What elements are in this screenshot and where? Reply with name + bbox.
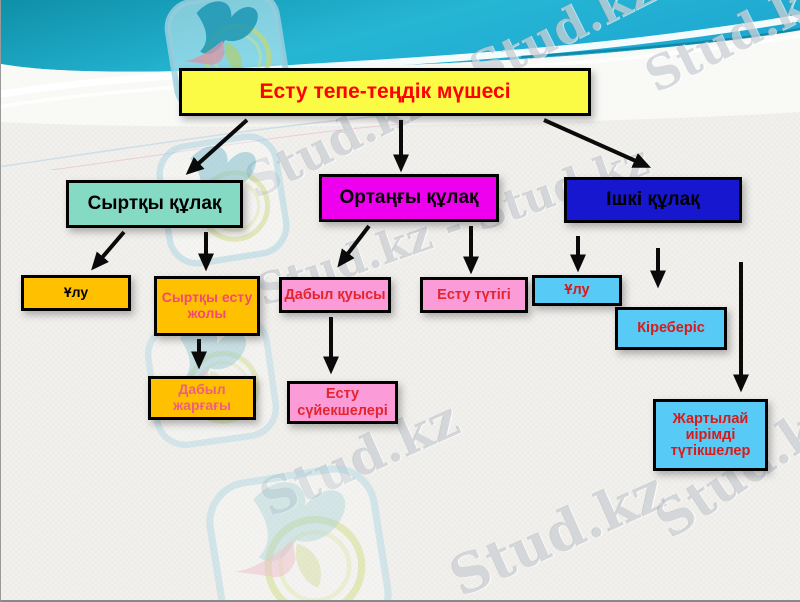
node-label: Ішкі құлақ: [606, 189, 700, 211]
node-ulu-left: Ұлу: [21, 275, 131, 311]
node-label: Ұлу: [63, 284, 89, 301]
node-ulu-right: Ұлу: [532, 275, 622, 306]
node-estu-tutigi: Есту түтігі: [420, 277, 528, 313]
node-ishki-kulak: Ішкі құлақ: [564, 177, 742, 223]
node-label: Ортаңғы құлақ: [339, 187, 479, 209]
node-estu-suiekshelery: Есту сүйекшелері: [287, 381, 398, 424]
node-label: Сыртқы құлақ: [87, 193, 222, 215]
node-syrtky-estu-zholy: Сыртқы есту жолы: [154, 276, 260, 336]
node-syrtky-kulak: Сыртқы құлақ: [66, 180, 243, 228]
node-dabyl-zhargagy: Дабыл жарғағы: [148, 376, 256, 420]
node-title: Есту тепе-теңдік мүшесі: [179, 68, 591, 116]
node-label: Есту сүйекшелері: [297, 386, 388, 419]
node-label: Есту тепе-теңдік мүшесі: [259, 80, 511, 104]
node-label: Сыртқы есту жолы: [161, 289, 253, 321]
node-kireberis: Кіреберіс: [615, 307, 727, 350]
hummingbird-logo-icon: [206, 465, 392, 600]
node-ortangy-kulak: Ортаңғы құлақ: [319, 174, 499, 222]
node-label: Ұлу: [564, 282, 590, 299]
node-label: Дабыл жарғағы: [173, 381, 231, 413]
node-label: Дабыл қуысы: [284, 286, 386, 303]
node-label: Жартылай иірімді түтікшелер: [670, 410, 751, 460]
node-zhartylay-tutiksheler: Жартылай иірімді түтікшелер: [653, 399, 768, 471]
node-label: Есту түтігі: [437, 286, 511, 303]
node-label: Кіреберіс: [637, 320, 705, 337]
node-dabyl-kuysy: Дабыл қуысы: [279, 277, 391, 313]
